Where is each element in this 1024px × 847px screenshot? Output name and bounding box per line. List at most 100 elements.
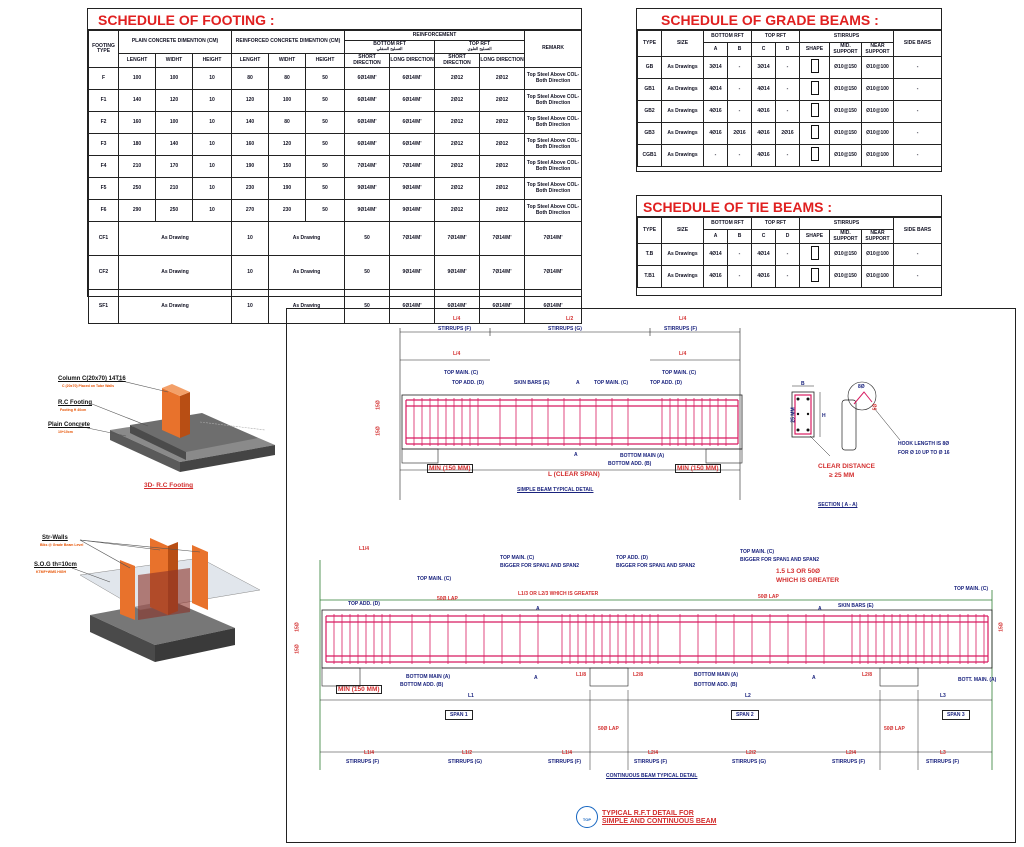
simple-stirrups-f-right: STIRRUPS (F) [664,326,698,332]
table-cell: F [88,67,119,90]
table-cell: CF1 [88,221,119,256]
table-cell: 4Ø16 [751,122,776,145]
table-cell: Ø10@100 [860,122,895,145]
footer-badge: TOP [576,806,598,828]
cont-rule: 1.5 L3 OR 50Ø [776,568,821,575]
table-cell: 150 [268,155,307,178]
table-cell: - [775,56,800,79]
table-cell: Top Steel Above COL-Both Direction [524,133,583,156]
cont-bigger-1: BIGGER FOR SPAN1 AND SPAN2 [500,563,580,569]
simple-l4-right: L/4 [679,316,687,322]
table-cell: 7Ø14/M' [479,221,526,256]
cont-stirrups-f-2: STIRRUPS (F) [548,759,582,765]
table-cell: 4Ø14 [751,243,776,266]
table-cell: Top Steel Above COL-Both Direction [524,177,583,200]
table-cell: As Drawing [268,221,346,256]
simple-clear-span: L (CLEAR SPAN) [548,471,600,478]
col-reinforced-concrete: REINFORCED CONCRETE DIMENTION (CM) [231,30,346,54]
stirwalls-sublabel: Blks @ Grade Beam Level [40,543,84,547]
tb-col-a: A [703,229,728,244]
table-cell: 6Ø14/M' [344,133,391,156]
table-cell: Ø10@150 [829,265,862,288]
table-cell: - [775,265,800,288]
cont-l1: L1 [468,693,474,699]
table-cell: - [893,144,943,167]
cont-15d-bottom: 15Ø [294,644,301,654]
table-cell: Top Steel Above COL-Both Direction [524,67,583,90]
footing-base-side [155,628,235,662]
table-cell: 10 [191,177,233,200]
simple-min-right: MIN (150 MM) [675,464,721,473]
table-cell: 9Ø14/M' [389,255,436,290]
table-cell: 250 [155,199,193,222]
col-plain-concrete: PLAIN CONCRETE DIMENTION (CM) [117,30,233,54]
table-cell: 6Ø14/M' [344,111,391,134]
cont-l28-2: L2/8 [862,672,873,678]
table-cell: - [775,144,800,167]
tb-col-c: C [751,229,776,244]
table-cell: Ø10@150 [829,243,862,266]
cont-dim-l14-1: L1/4 [364,750,375,756]
gb-col-mid: MID. SUPPORT [829,42,862,57]
stirwalls-label: Str-Walls [42,535,68,541]
table-cell: F2 [88,111,119,134]
table-cell: 80 [231,67,270,90]
table-cell: 10 [231,221,270,256]
table-cell: 120 [268,133,307,156]
table-cell: - [703,144,728,167]
table-cell: - [727,78,752,101]
tie-beam-title: SCHEDULE OF TIE BEAMS : [643,199,833,215]
table-cell: - [893,265,943,288]
tb-col-side: SIDE BARS [893,217,943,244]
table-cell: 140 [155,133,193,156]
cont-mark-a-2: A [818,606,822,612]
table-cell: 140 [231,111,270,134]
table-cell: Top Steel Above COL-Both Direction [524,89,583,112]
table-cell: 140 [118,89,156,112]
section-clear: CLEAR DISTANCE [818,463,875,470]
table-cell: T.B1 [637,265,662,288]
section-hook2: FOR Ø 10 UP TO Ø 16 [898,450,950,456]
table-cell: 2Ø16 [727,122,752,145]
section-clear2: ≥ 25 MM [829,472,855,479]
stirrup-shape-icon [810,103,819,118]
table-cell: 7Ø14/M' [389,221,436,256]
table-cell: 9Ø14/M' [344,177,391,200]
cont-lap-1: 50Ø LAP [437,596,458,602]
cont-top-main-3: TOP MAIN. (C) [740,549,774,555]
table-cell: 250 [118,177,156,200]
table-cell: 10 [191,67,233,90]
footing-schedule: SCHEDULE OF FOOTING : FOOTING TYPE PLAIN… [87,8,583,324]
table-cell: 100 [155,67,193,90]
table-cell: - [893,78,943,101]
simple-section-mark-bottom: A [574,452,578,458]
table-cell: 50 [305,89,346,112]
table-cell: 10 [231,289,270,324]
cont-stirrups-f-1: STIRRUPS (F) [346,759,380,765]
table-cell: 2Ø12 [479,177,526,200]
table-cell: 9Ø14/M' [389,199,436,222]
table-cell: 2Ø12 [479,199,526,222]
table-cell: 6Ø14/M' [344,67,391,90]
column-sublabel: C (20x70) Placed on Tube Walls [62,384,115,388]
wall-right [192,545,208,610]
table-cell: - [893,243,943,266]
table-cell: 9Ø14/M' [344,199,391,222]
table-cell: 6Ø14/M' [389,67,436,90]
table-cell: Ø10@100 [860,243,895,266]
col-rc-width: WIDHT [268,53,307,68]
table-cell: 6Ø14/M' [389,133,436,156]
cont-dim-l12: L1/2 [462,750,473,756]
rc-footing-label: R.C Footing [58,400,92,406]
cont-rule2: WHICH IS GREATER [776,577,840,584]
table-cell: 6Ø14/M' [344,89,391,112]
table-cell: 80 [268,67,307,90]
table-cell: - [775,100,800,123]
footer-line2: SIMPLE AND CONTINUOUS BEAM [602,818,717,825]
cont-dim-l14-2: L1/4 [562,750,573,756]
table-cell: 230 [268,199,307,222]
cont-top-main-1: TOP MAIN. (C) [417,576,451,582]
tb-col-near: NEAR SUPPORT [860,229,895,244]
cont-l18: L1/8 [576,672,587,678]
